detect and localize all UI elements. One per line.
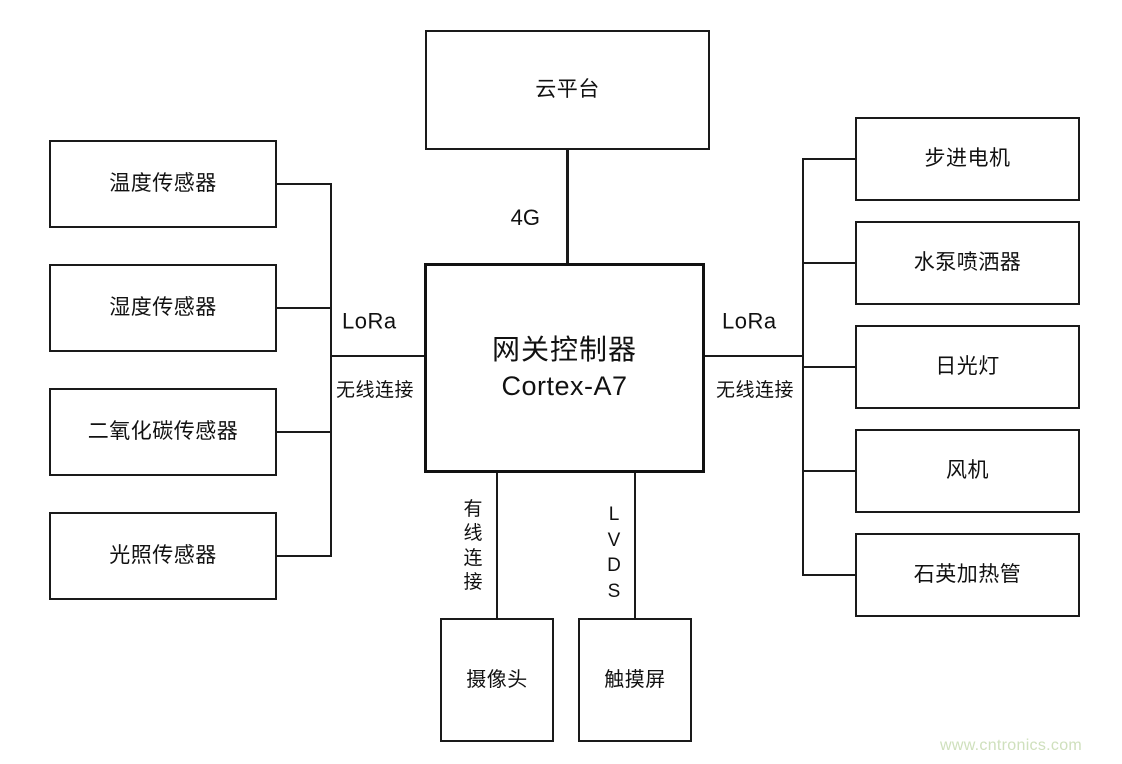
link-light-sensor-stub [277,555,332,557]
node-humidity-sensor-label: 湿度传感器 [109,295,217,319]
link-humidity-sensor-stub [277,307,332,309]
node-camera[interactable]: 摄像头 [440,618,554,742]
node-cloud-platform-label: 云平台 [535,77,600,101]
link-controller-to-touchscreen [634,473,636,618]
link-cloud-to-controller [566,150,569,263]
node-camera-label: 摄像头 [466,668,528,691]
node-fan[interactable]: 风机 [855,429,1080,513]
node-water-pump-sprayer[interactable]: 水泵喷洒器 [855,221,1080,305]
node-cloud-platform[interactable]: 云平台 [425,30,710,150]
node-water-pump-sprayer-label: 水泵喷洒器 [913,250,1022,274]
bus-sensor-vertical [330,183,332,557]
link-controller-to-actuators [703,355,804,357]
node-light-sensor-label: 光照传感器 [109,543,217,567]
node-stepper-motor[interactable]: 步进电机 [855,117,1080,201]
link-fan-stub [802,470,857,472]
node-temperature-sensor-label: 温度传感器 [109,171,217,195]
node-gateway-controller-subtitle: Cortex-A7 [501,370,628,401]
node-stepper-motor-label: 步进电机 [924,146,1011,170]
link-sensors-to-controller [330,355,426,357]
node-quartz-heating-tube[interactable]: 石英加热管 [855,533,1080,617]
lvds-char-3: D [607,555,621,577]
node-quartz-heating-tube-label: 石英加热管 [913,562,1022,586]
wired-char-1: 有 [463,499,483,520]
link-label-lora-left: LoRa [342,308,397,338]
link-label-wireless-right: 无线连接 [716,380,795,402]
link-quartz-heating-tube-stub [802,574,857,576]
node-humidity-sensor[interactable]: 湿度传感器 [49,264,277,352]
wired-char-2: 线 [463,523,483,545]
link-label-lora-right: LoRa [722,308,777,338]
node-co2-sensor[interactable]: 二氧化碳传感器 [49,388,277,476]
lvds-char-1: L [608,504,620,525]
lvds-char-2: V [607,529,621,551]
node-daylight-lamp-label: 日光灯 [935,354,1000,378]
node-fan-label: 风机 [946,458,989,482]
bus-actuator-vertical [802,158,804,576]
node-co2-sensor-label: 二氧化碳传感器 [87,419,239,443]
link-co2-sensor-stub [277,431,332,433]
node-temperature-sensor[interactable]: 温度传感器 [49,140,277,228]
link-label-wireless-left: 无线连接 [336,380,415,402]
link-label-4g: 4G [510,205,546,231]
node-gateway-controller-title: 网关控制器 [491,334,637,366]
node-touchscreen-label: 触摸屏 [604,668,666,691]
link-controller-to-camera [496,473,498,618]
watermark: www.cntronics.com [940,737,1083,754]
link-daylight-lamp-stub [802,366,857,368]
node-touchscreen[interactable]: 触摸屏 [578,618,692,742]
link-stepper-motor-stub [802,158,857,160]
lvds-char-4: S [607,580,621,602]
link-temperature-sensor-stub [277,183,332,185]
link-label-wired-connection: 有 线 连 接 [462,498,484,596]
node-light-sensor[interactable]: 光照传感器 [49,512,277,600]
link-label-lvds: L V D S [604,502,624,605]
link-water-pump-sprayer-stub [802,262,857,264]
wired-char-3: 连 [463,547,483,569]
wired-char-4: 接 [463,571,483,593]
node-daylight-lamp[interactable]: 日光灯 [855,325,1080,409]
node-gateway-controller[interactable]: 网关控制器 Cortex-A7 [424,263,705,473]
